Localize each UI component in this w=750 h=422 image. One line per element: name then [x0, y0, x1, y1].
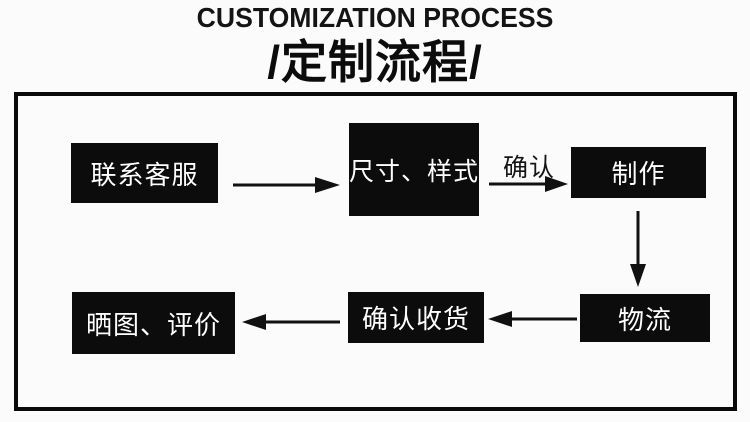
title-english: CUSTOMIZATION PROCESS: [196, 2, 554, 33]
arrow-label-confirm: 确认: [502, 154, 555, 182]
step-box-confirm-receipt: 确认收货: [348, 292, 484, 343]
step-box-review: 晒图、评价: [72, 292, 235, 354]
diagram-frame: [14, 92, 737, 411]
step-box-contact-service: 联系客服: [71, 143, 218, 203]
step-box-logistics: 物流: [580, 294, 710, 342]
title-chinese: /定制流程/: [267, 36, 483, 88]
step-box-size-style: 尺寸、样式: [349, 123, 479, 216]
step-box-production: 制作: [571, 147, 706, 198]
